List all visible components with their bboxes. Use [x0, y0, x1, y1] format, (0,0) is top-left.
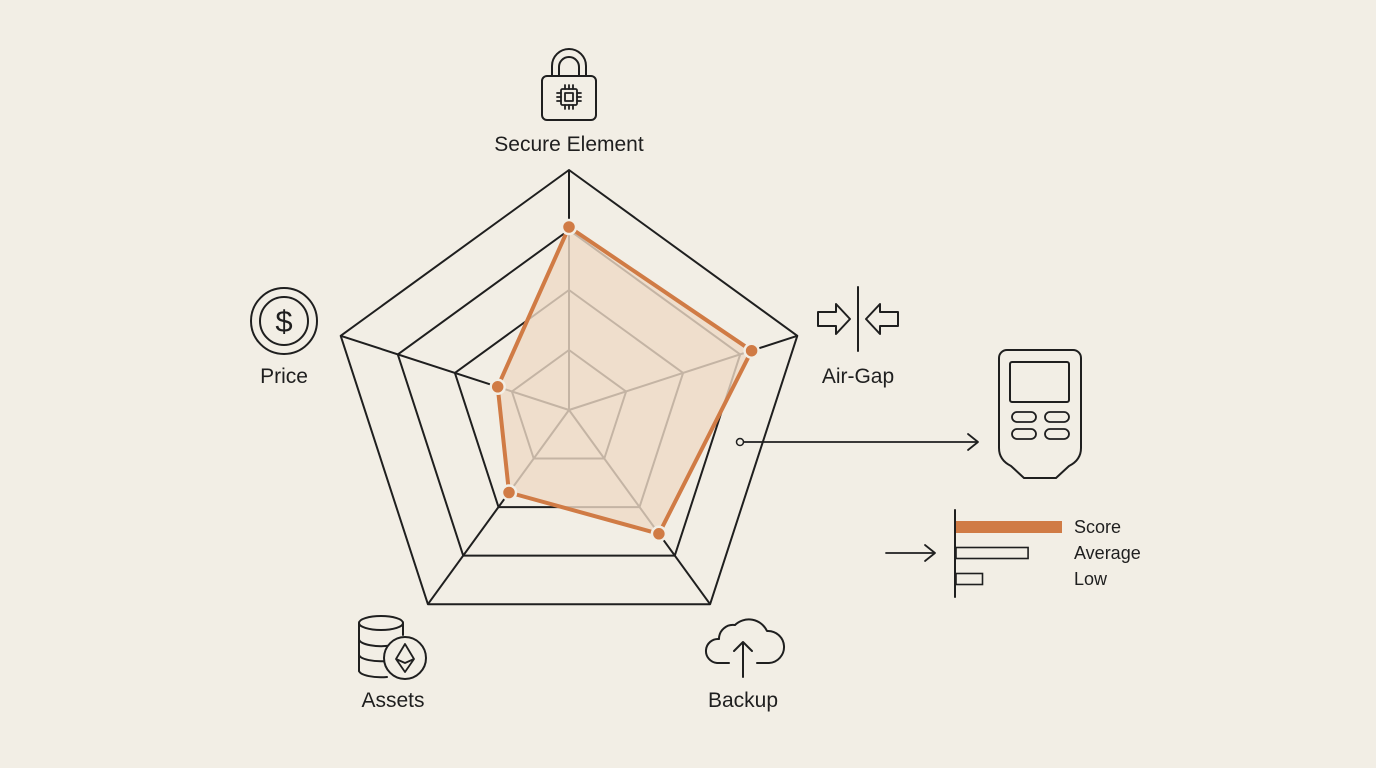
point-assets — [500, 484, 518, 501]
grid-ring-4 — [339, 169, 799, 606]
axis-label-backup: Backup — [708, 689, 778, 712]
point-air-gap — [743, 342, 760, 359]
series-area-0 — [495, 225, 754, 536]
dollar-coin-icon: $ — [250, 287, 318, 355]
air-gap-arrows-icon — [817, 286, 899, 352]
point-price — [489, 378, 506, 396]
axis-label-secure-element: Secure Element — [494, 133, 644, 156]
axis-label-assets: Assets — [361, 689, 424, 712]
legend-label-score: Score — [1074, 517, 1121, 537]
legend-label-average: Average — [1074, 543, 1141, 563]
radar-series — [489, 218, 760, 543]
axis-label-price: Price — [260, 365, 308, 388]
cloud-upload-icon — [705, 618, 785, 678]
padlock-chip-icon — [541, 48, 597, 121]
legend-bar-score — [956, 521, 1062, 533]
point-backup — [650, 525, 668, 543]
hardware-wallet-icon — [998, 349, 1082, 479]
axis-label-air-gap: Air-Gap — [822, 365, 894, 388]
svg-text:$: $ — [275, 304, 292, 339]
coins-ethereum-icon — [358, 615, 427, 680]
legend-bar-average — [955, 546, 1029, 560]
point-secure-element — [560, 218, 578, 236]
connector-arrow — [735, 433, 979, 451]
legend-bar-low — [955, 572, 984, 586]
legend-label-low: Low — [1074, 569, 1108, 589]
legend-arrow — [885, 544, 936, 562]
